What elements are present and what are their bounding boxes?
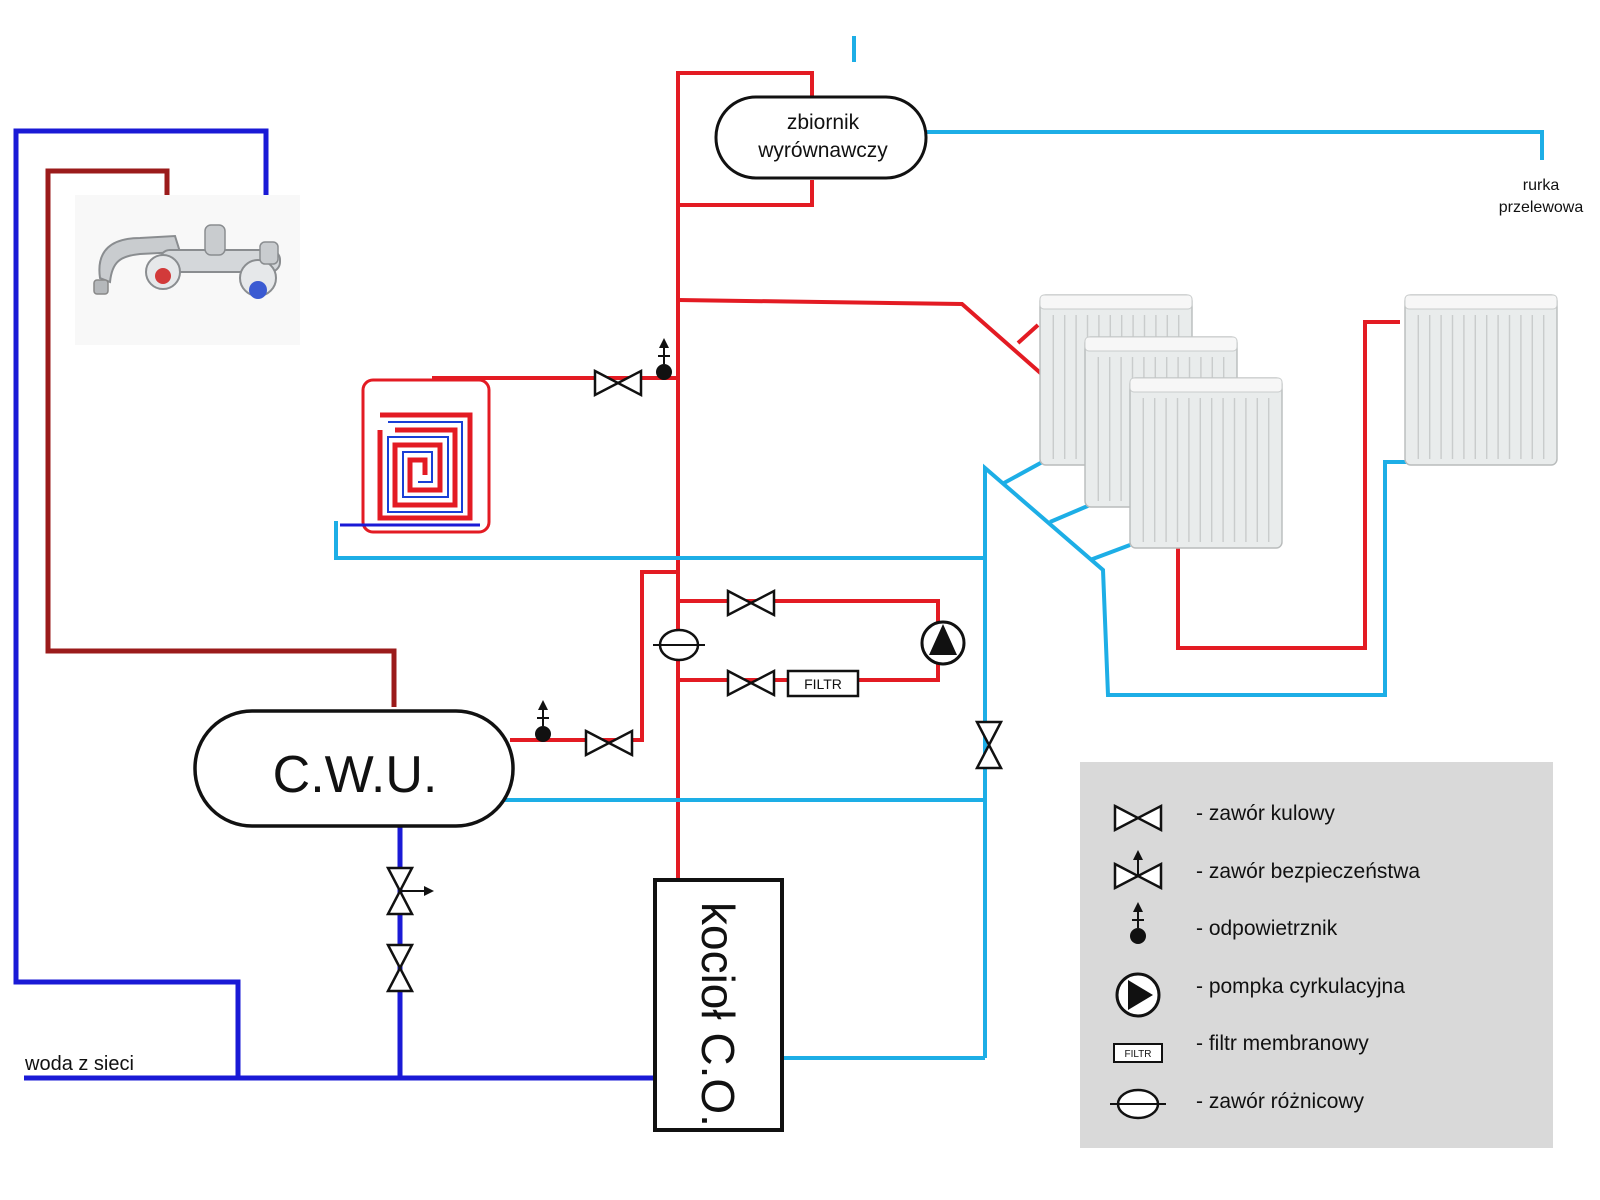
safety-valve-cwu	[386, 866, 434, 916]
hot-water-pipe	[45, 168, 397, 707]
legend: - zawór kulowy - zawór bezpieczeństwa - …	[1080, 762, 1553, 1148]
legend-label-4: - pompka cyrkulacyjna	[1196, 975, 1405, 998]
legend-label-3: - odpowietrznik	[1196, 917, 1338, 940]
faucet-icon	[75, 195, 300, 345]
legend-label-5: - filtr membranowy	[1196, 1032, 1369, 1055]
overflow-label-line2: przelewowa	[1499, 199, 1584, 216]
cwu-tank: C.W.U.	[193, 709, 515, 828]
boiler: kocioł C.O.	[653, 878, 784, 1132]
filter-icon: FILTR	[786, 669, 860, 698]
legend-label-2: - zawór bezpieczeństwa	[1196, 860, 1420, 883]
air-vent-floor	[655, 337, 673, 381]
cwu-label: C.W.U.	[273, 746, 438, 804]
ball-valve-pump-top	[726, 589, 776, 617]
filter-legend-icon: FILTR	[1113, 1043, 1163, 1063]
legend-label-6: - zawór różnicowy	[1196, 1090, 1365, 1113]
pump-legend-icon	[1115, 972, 1161, 1018]
ball-valve-return	[975, 720, 1003, 770]
pump-icon	[920, 620, 966, 666]
ball-valve-floor	[593, 369, 643, 397]
differential-valve-legend-icon	[1110, 1088, 1166, 1120]
mains-label: woda z sieci	[24, 1053, 134, 1075]
return-pipes	[334, 36, 1544, 1060]
ball-valve-pump-bottom	[726, 669, 776, 697]
floor-heating-coil-icon	[340, 378, 491, 534]
radiator-4	[1404, 294, 1558, 466]
tank-label-line1: zbiornik	[787, 111, 860, 134]
boiler-label: kocioł C.O.	[692, 902, 744, 1127]
expansion-tank: zbiornik wyrównawczy	[714, 95, 928, 180]
ball-valve-cwu	[584, 729, 634, 757]
safety-valve-icon	[1113, 850, 1163, 890]
differential-valve-icon	[653, 628, 705, 662]
air-vent-cwu	[534, 699, 552, 743]
ball-valve-cold	[386, 943, 414, 993]
legend-label-1: - zawór kulowy	[1196, 802, 1335, 825]
overflow-label-line1: rurka	[1523, 177, 1560, 194]
radiator-3	[1129, 377, 1283, 549]
tank-label-line2: wyrównawczy	[757, 139, 888, 162]
legend-filter-tag: FILTR	[1124, 1049, 1151, 1060]
filter-tag: FILTR	[804, 676, 842, 692]
